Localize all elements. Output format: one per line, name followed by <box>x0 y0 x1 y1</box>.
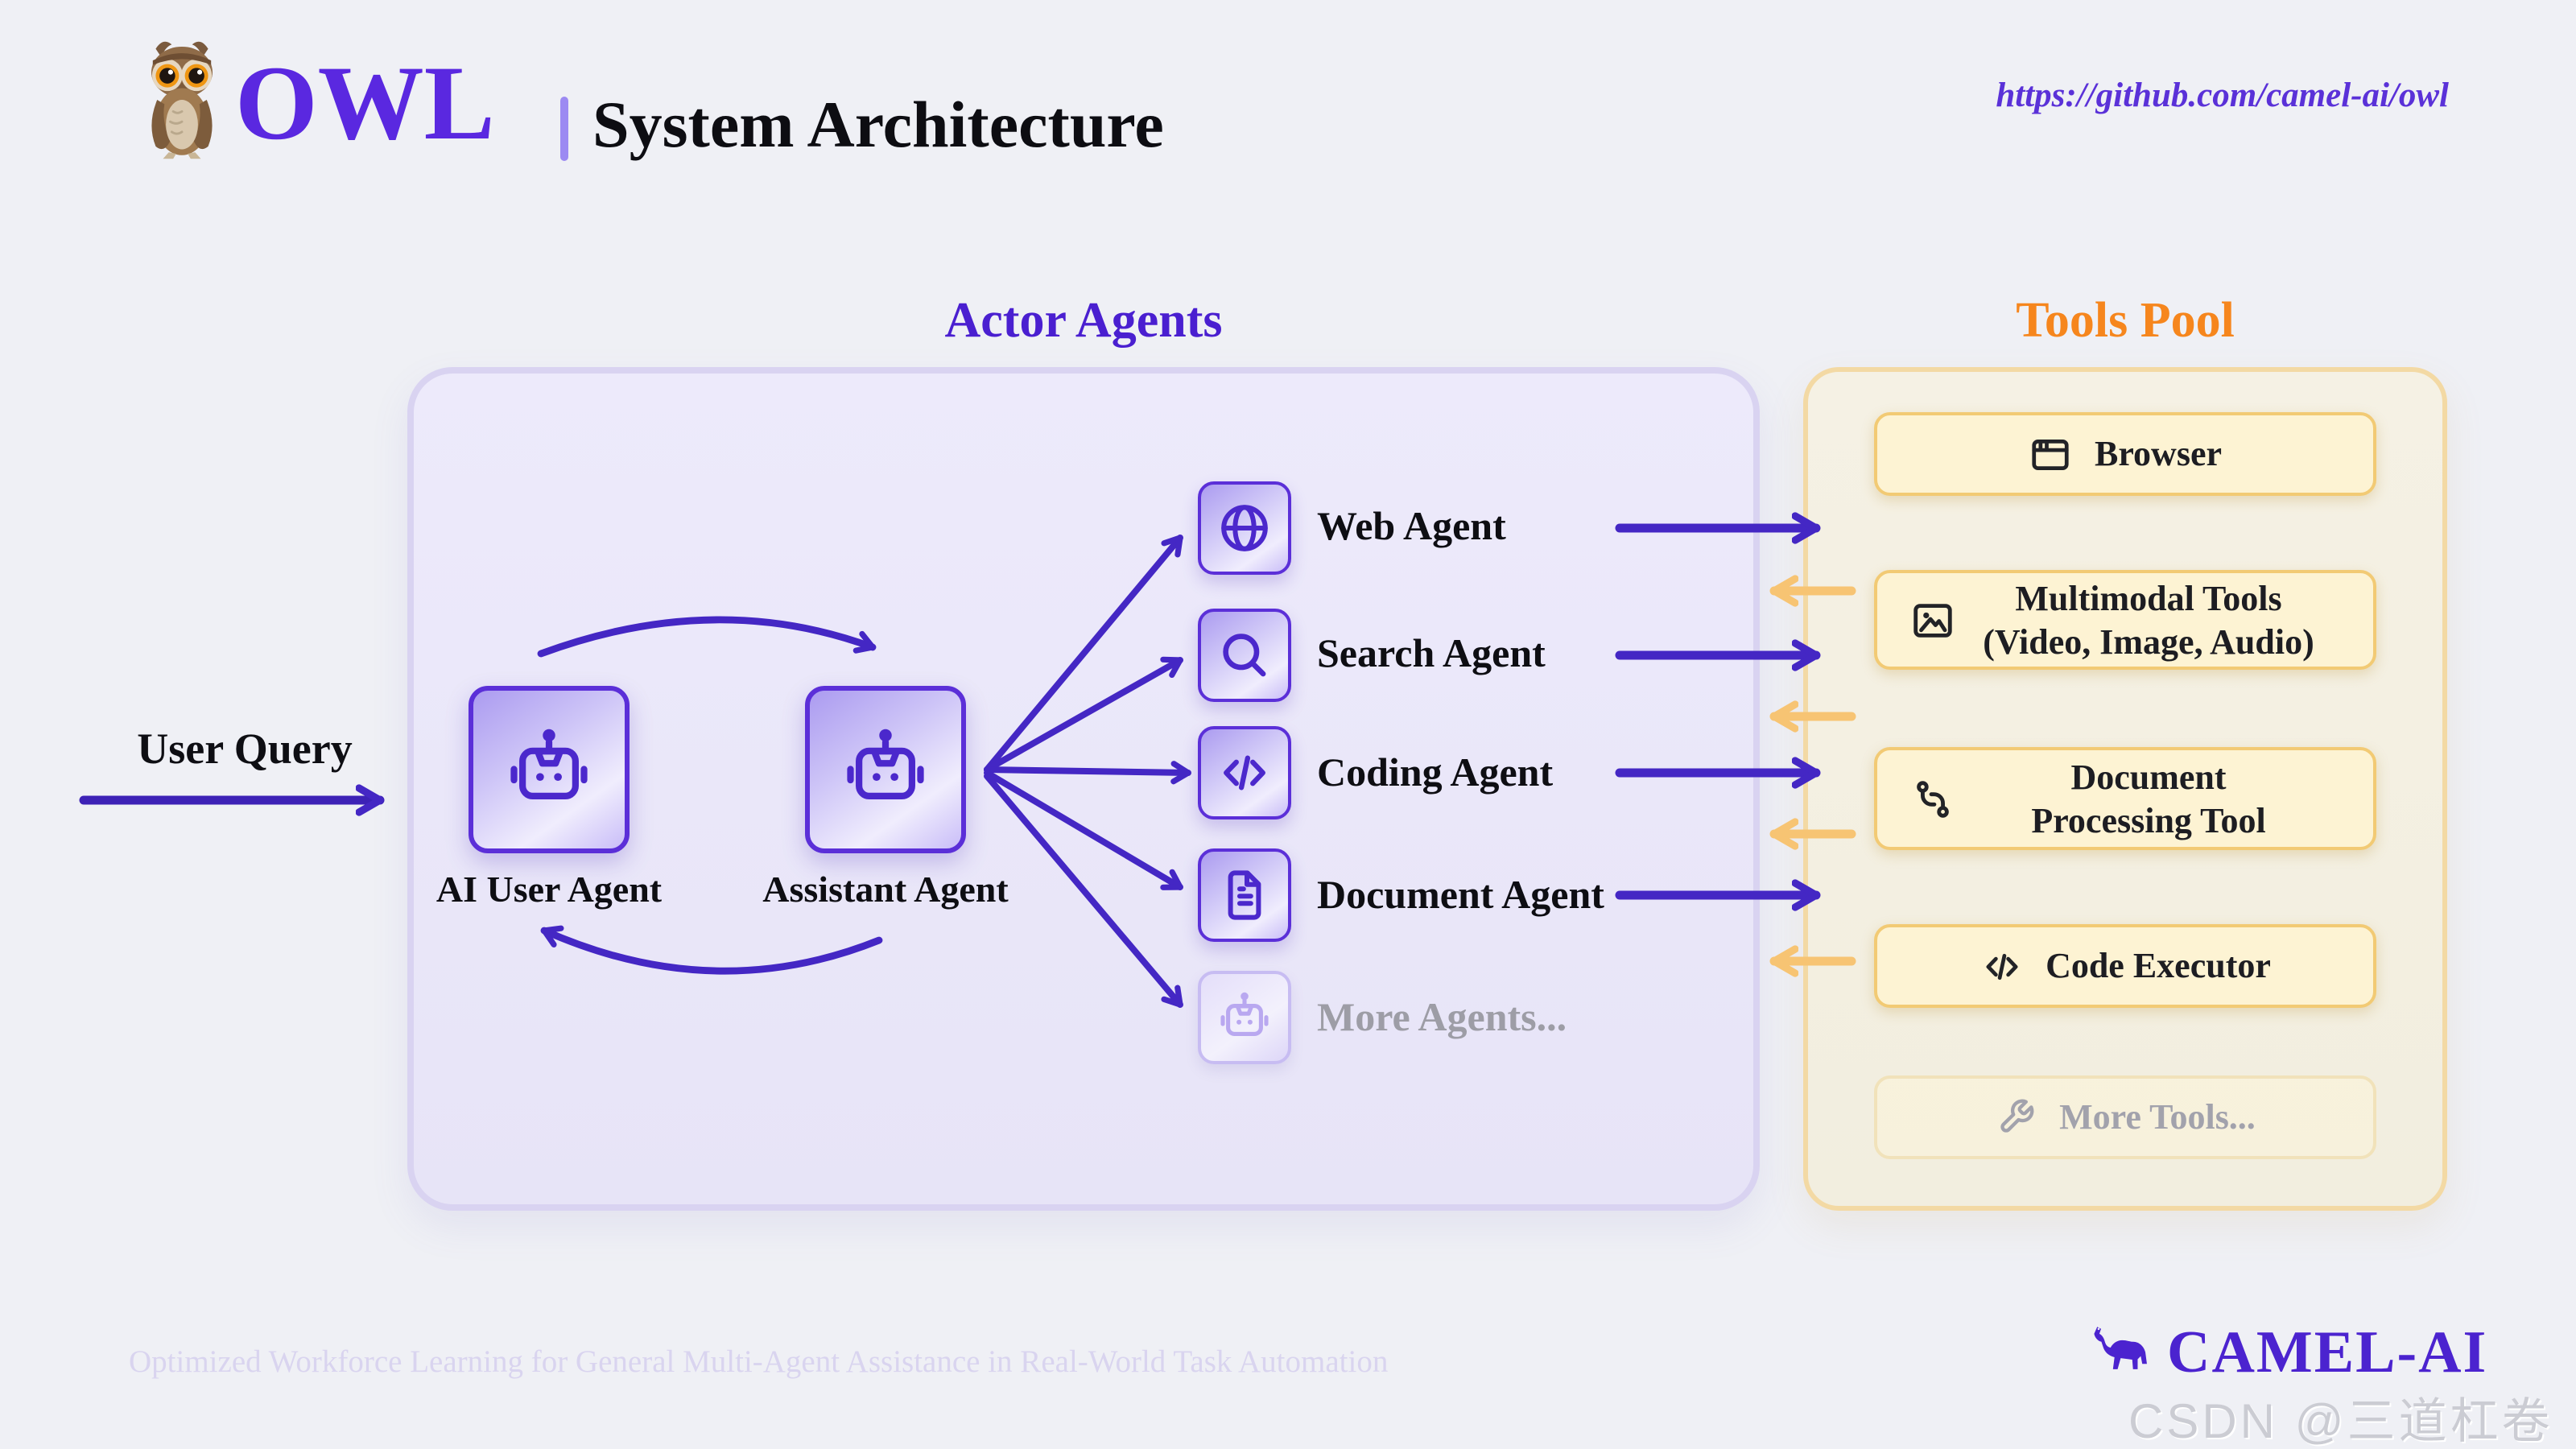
fan-arrow-search <box>984 656 1183 773</box>
page-title: System Architecture <box>592 87 1164 161</box>
loop-arrow-top <box>537 616 877 658</box>
fan-arrow-web <box>984 535 1183 773</box>
user-query-label: User Query <box>137 724 353 773</box>
more-agents-node <box>1198 971 1291 1064</box>
search-icon <box>1223 634 1266 677</box>
header-divider <box>560 97 568 161</box>
actor-agents-title: Actor Agents <box>944 291 1223 348</box>
fan-arrow-more <box>984 773 1183 1008</box>
tool-document-processing-label-line1: Document <box>2070 756 2227 796</box>
tool-code-executor: Code Executor <box>1874 924 2376 1008</box>
camel-icon <box>2094 1327 2147 1369</box>
camel-ai-wordmark: CAMEL-AI <box>2167 1320 2488 1386</box>
tools-pool-title: Tools Pool <box>2016 291 2235 348</box>
more-agents-label: More Agents... <box>1317 997 1567 1040</box>
owl-icon <box>151 41 213 159</box>
web-agent-node <box>1198 481 1291 575</box>
document-agent-label: Document Agent <box>1317 874 1604 918</box>
ai-user-agent-node <box>469 686 630 853</box>
tool-multimodal: Multimodal Tools (Video, Image, Audio) <box>1874 570 2376 670</box>
robot-icon <box>510 729 588 799</box>
code-icon <box>1985 952 2017 980</box>
ai-user-agent-label: AI User Agent <box>436 869 663 910</box>
robot-icon <box>847 729 924 799</box>
code-icon <box>1224 755 1265 791</box>
actor-agents-panel <box>407 367 1760 1211</box>
tool-document-processing: Document Processing Tool <box>1874 747 2376 850</box>
coding-agent-node <box>1198 726 1291 819</box>
loop-arrow-bottom <box>540 925 883 975</box>
fan-arrow-coding <box>984 761 1191 785</box>
tool-document-processing-label-line2: Processing Tool <box>2031 800 2266 840</box>
browser-icon <box>2032 438 2069 470</box>
wrench-icon <box>2000 1099 2034 1133</box>
brand-wordmark: OWL <box>235 45 495 163</box>
image-icon <box>1913 603 1952 637</box>
search-agent-node <box>1198 609 1291 702</box>
globe-icon <box>1221 505 1268 551</box>
owl-logo <box>135 39 229 161</box>
csdn-watermark: CSDN @三道杠卷胡 <box>2128 1396 2553 1449</box>
assistant-agent-node <box>805 686 966 853</box>
github-link[interactable]: https://github.com/camel-ai/owl <box>1996 76 2449 114</box>
tool-browser: Browser <box>1874 412 2376 496</box>
coding-agent-label: Coding Agent <box>1317 752 1554 795</box>
web-agent-label: Web Agent <box>1317 506 1506 549</box>
tool-browser-label: Browser <box>2094 433 2223 473</box>
assistant-agent-label: Assistant Agent <box>762 869 1009 910</box>
document-icon <box>1228 870 1261 920</box>
tool-more-tools: More Tools... <box>1874 1075 2376 1159</box>
tool-multimodal-label-line2: (Video, Image, Audio) <box>1983 621 2314 662</box>
document-processing-icon <box>1917 780 1949 817</box>
robot-icon <box>1220 992 1269 1036</box>
tool-code-executor-label: Code Executor <box>2046 945 2271 985</box>
camel-ai-logo <box>2083 1320 2157 1378</box>
footer-tagline: Optimized Workforce Learning for General… <box>129 1346 1389 1380</box>
search-agent-label: Search Agent <box>1317 633 1546 676</box>
tool-multimodal-label-line1: Multimodal Tools <box>2015 577 2282 617</box>
fan-arrow-document <box>984 770 1183 890</box>
document-agent-node <box>1198 848 1291 942</box>
tool-more-tools-label: More Tools... <box>2059 1096 2256 1137</box>
